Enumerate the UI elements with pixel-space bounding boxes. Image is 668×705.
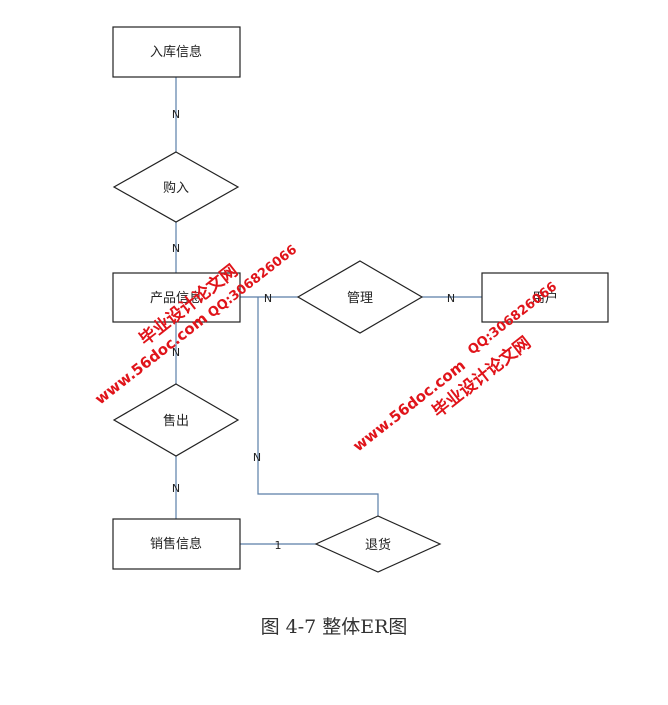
card-sell-sales: N <box>172 482 180 495</box>
relationship-manage-label: 管理 <box>347 291 373 306</box>
card-product-return: N <box>253 451 261 464</box>
relationship-purchase: 购入 <box>112 151 240 223</box>
cardinality-labels: N N N N N N N 1 <box>172 108 455 552</box>
figure-caption: 图 4-7 整体ER图 <box>260 616 408 638</box>
card-stockin-purchase: N <box>172 108 180 121</box>
relationship-sell-label: 售出 <box>163 413 189 429</box>
entity-product: 产品信息 <box>112 272 241 323</box>
watermark-left: 毕业设计论文网 QQ:306826066 www.56doc.com <box>91 242 300 408</box>
entity-stock-in-label: 入库信息 <box>150 44 202 60</box>
entity-stock-in: 入库信息 <box>112 26 241 78</box>
entity-user: 用户 <box>481 272 609 323</box>
entity-sales: 销售信息 <box>112 518 241 570</box>
entity-product-label: 产品信息 <box>150 290 202 306</box>
relationship-manage: 管理 <box>296 260 424 334</box>
card-manage-user: N <box>447 292 455 305</box>
relationship-purchase-label: 购入 <box>163 180 189 196</box>
line-product-return <box>257 297 379 516</box>
entity-sales-label: 销售信息 <box>150 536 202 552</box>
card-sales-return: 1 <box>275 539 282 552</box>
card-product-manage: N <box>264 292 272 305</box>
relationship-sell: 售出 <box>112 383 240 457</box>
entity-user-label: 用户 <box>532 290 558 306</box>
card-purchase-product: N <box>172 242 180 255</box>
connectors <box>175 77 482 545</box>
relationship-return-label: 退货 <box>365 537 391 553</box>
relationship-return: 退货 <box>314 515 442 573</box>
card-product-sell: N <box>172 346 180 359</box>
